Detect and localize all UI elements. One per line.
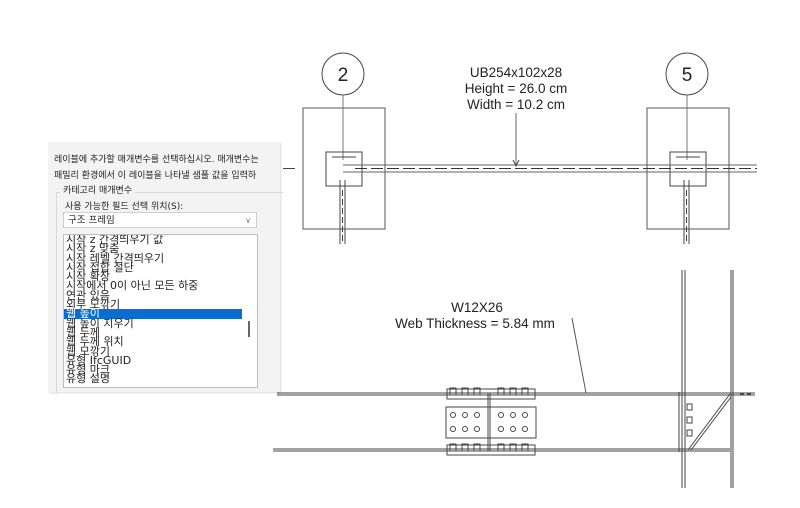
bolt-hole [498,426,504,432]
instruction-line-1: 레이블에 추가할 매개변수를 선택하십시오. 매개변수는 [54,155,259,165]
bolt-hole [522,412,528,418]
parameter-list-item[interactable]: 웹 높이 [64,308,242,320]
parameter-list-item[interactable]: 시작 z 맞춤 [66,242,120,256]
parameter-list-item[interactable]: 유형 설명 [66,372,110,386]
beam-tag-name: UB254x102x28 [470,65,562,80]
parameter-list-item[interactable]: 시작에서 0이 아닌 모든 하중 [66,279,199,293]
bolt-hole [474,412,480,418]
bolt-hole [474,426,480,432]
bolt [461,387,469,396]
bolt [473,443,481,452]
parameter-list-item[interactable]: 외부 모깎기 [66,298,121,312]
parameter-list-item[interactable]: 웹 두께 [66,325,100,339]
bolt [521,387,529,396]
bolt [509,387,517,396]
bolt-hole [498,412,504,418]
beam-tag-web-thickness: Web Thickness = 5.84 mm [395,316,555,331]
bolt [449,387,457,396]
instruction-line-2: 패밀리 환경에서 이 레이블을 나타낼 샘플 값을 입력하 [54,171,257,181]
bolt-hole [450,426,456,432]
beam-ub254 [343,164,757,173]
bolt-hole [522,426,528,432]
edit-label-dialog: 레이블에 추가할 매개변수를 선택하십시오. 매개변수는 패밀리 환경에서 이 … [48,142,283,393]
field-select-label: 사용 가능한 필드 선택 위치(S): [65,202,184,212]
parameter-list-item[interactable]: 유형 마크 [66,363,110,377]
bolt [449,443,457,452]
bolt-hole [462,426,468,432]
beam-tag-name-bottom: W12X26 [451,300,503,315]
parameter-list-item[interactable]: 유형 IfcGUID [66,353,132,367]
parameter-list-item[interactable]: 시작 레벨 간격띄우기 [66,251,165,265]
beam-tag-height: Height = 26.0 cm [465,81,567,96]
group-label: 카테고리 매개변수 [60,183,136,196]
grid-label-left: 2 [338,65,349,86]
bolt [509,443,517,452]
bolt [497,443,505,452]
bolt-hole [450,412,456,418]
bolt-hole [510,412,516,418]
bolt [497,387,505,396]
bolt-hole [462,412,468,418]
chevron-down-icon: ∨ [245,216,251,225]
parameter-list-item[interactable]: 연관 있음 [66,288,110,302]
bolt [473,387,481,396]
beam-tag-width: Width = 10.2 cm [467,97,565,112]
concrete-footing-left [302,107,386,230]
category-select[interactable]: 구조 프레임 ∨ [63,212,257,228]
parameter-list-item[interactable]: 시작 z 간격띄우기 값 [66,234,164,246]
beam-tag-leader-bottom [571,317,587,394]
parameter-list-item[interactable]: 시작 접합 절단 [66,260,134,274]
parameter-list-item[interactable]: 웹 두께 위치 [66,335,124,349]
category-parameters-group [56,192,283,393]
bolt [521,443,529,452]
grid-label-right: 5 [682,65,693,86]
beam-w12x26 [273,392,755,452]
splice-plate [445,406,537,439]
scrollbar-thumb[interactable] [248,321,250,337]
bolt [461,443,469,452]
category-select-value: 구조 프레임 [68,215,115,226]
parameter-list-item[interactable]: 웹 모깎기 [66,344,110,358]
parameter-list-item[interactable]: 시작 확장 [66,270,110,284]
parameter-list-item[interactable]: 웹 높이 지우기 [66,316,134,330]
bolt-hole [510,426,516,432]
